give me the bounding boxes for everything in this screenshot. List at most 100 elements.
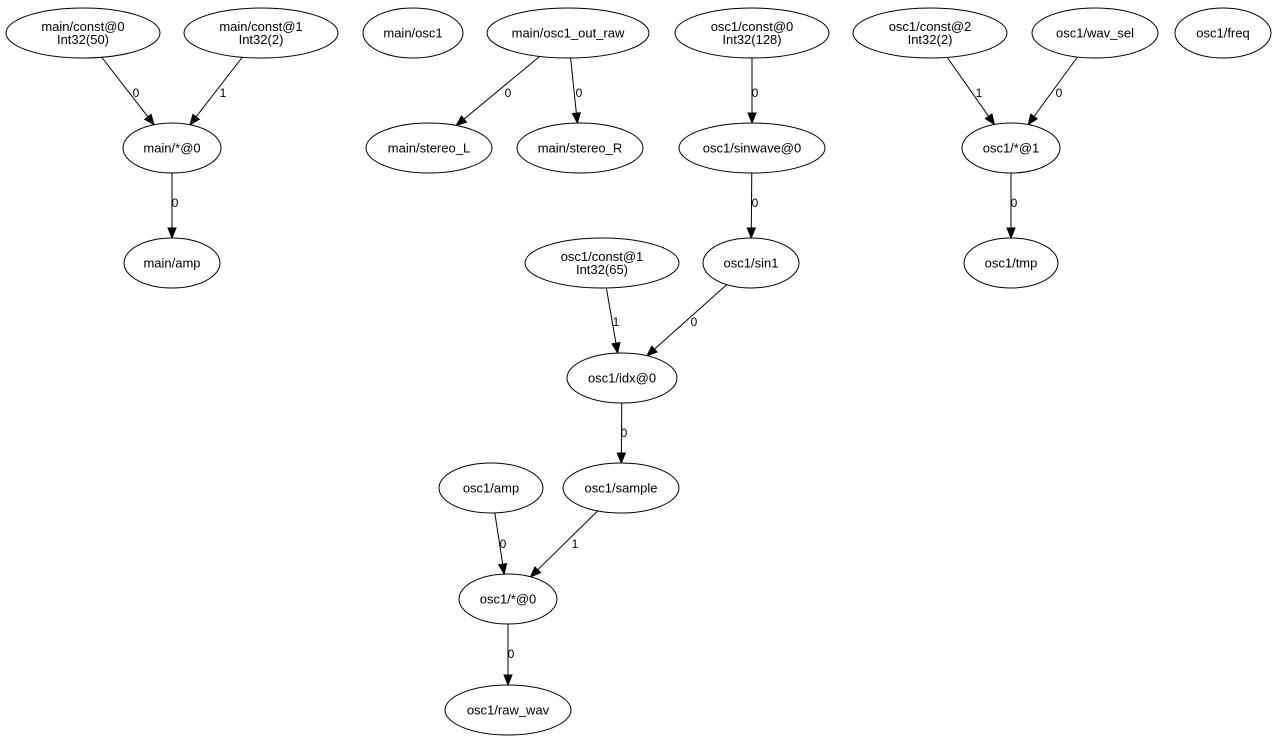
edge-label: 0 (508, 647, 515, 661)
node-label: osc1/tmp (985, 256, 1038, 271)
node-osc1_mul1[interactable]: osc1/*@1 (961, 122, 1061, 174)
node-ellipse (678, 122, 826, 174)
node-main_osc1[interactable]: main/osc1 (362, 7, 464, 59)
node-ellipse (123, 237, 221, 289)
edge-line (946, 57, 990, 117)
node-ellipse (458, 573, 558, 625)
node-ellipse (486, 7, 650, 59)
node-ellipse (183, 7, 339, 59)
node-ellipse (122, 122, 222, 174)
edge-osc1_amp-to-osc1_mul0: 0 (494, 512, 508, 576)
node-ellipse (5, 7, 161, 59)
edge-line (463, 56, 541, 120)
node-label: main/osc1_out_raw (512, 26, 625, 41)
edge-osc1_const1-to-osc1_idx0: 1 (605, 287, 621, 355)
node-osc1_wav_sel[interactable]: osc1/wav_sel (1031, 7, 1159, 59)
node-osc1_raw_wav[interactable]: osc1/raw_wav (444, 684, 572, 736)
node-osc1_freq[interactable]: osc1/freq (1174, 7, 1272, 59)
node-ellipse (674, 7, 830, 59)
edge-osc1_idx0-to-osc1_sample: 0 (616, 402, 628, 465)
arrowhead-icon (571, 112, 582, 125)
arrowhead-icon (645, 345, 658, 357)
edge-label: 0 (133, 86, 140, 100)
node-label: osc1/sinwave@0 (703, 141, 801, 156)
node-ellipse (516, 122, 644, 174)
arrowhead-icon (529, 566, 542, 578)
edge-label: 1 (976, 86, 983, 100)
node-main_stereo_L[interactable]: main/stereo_L (365, 122, 493, 174)
node-label: osc1/sin1 (724, 256, 779, 271)
node-osc1_sample[interactable]: osc1/sample (562, 462, 680, 514)
edge-label: 0 (752, 196, 759, 210)
edge-label: 0 (172, 196, 179, 210)
edge-osc1_sinwave0-to-osc1_sin1: 0 (746, 172, 759, 240)
node-main_mul0[interactable]: main/*@0 (122, 122, 222, 174)
node-label: main/amp (143, 256, 200, 271)
node-osc1_sin1[interactable]: osc1/sin1 (702, 237, 800, 289)
node-label: osc1/idx@0 (588, 371, 656, 386)
node-value: Int32(2) (908, 32, 953, 47)
edge-line (1033, 56, 1078, 117)
node-ellipse (562, 462, 680, 514)
arrowhead-icon (189, 113, 201, 126)
arrowhead-icon (1006, 227, 1016, 240)
edge-line (570, 57, 577, 114)
node-label: osc1/*@0 (480, 592, 537, 607)
node-ellipse (362, 7, 464, 59)
node-label: osc1/sample (585, 481, 658, 496)
node-main_amp[interactable]: main/amp (123, 237, 221, 289)
edge-label: 0 (505, 86, 512, 100)
arrowhead-icon (143, 113, 155, 126)
edge-label: 0 (621, 426, 628, 440)
node-ellipse (852, 7, 1008, 59)
edge-label: 1 (220, 86, 227, 100)
node-ellipse (444, 684, 572, 736)
edge-label: 0 (691, 315, 698, 329)
node-label: main/stereo_R (538, 141, 623, 156)
edge-line (537, 510, 599, 571)
node-ellipse (1031, 7, 1159, 59)
edge-line (654, 284, 728, 350)
edge-osc1_const2-to-osc1_mul1: 1 (946, 57, 996, 126)
node-label: main/*@0 (143, 141, 200, 156)
node-ellipse (1174, 7, 1272, 59)
edge-osc1_sin1-to-osc1_idx0: 0 (645, 284, 728, 357)
edge-line (195, 56, 243, 118)
node-osc1_tmp[interactable]: osc1/tmp (963, 237, 1059, 289)
node-ellipse (524, 237, 680, 289)
arrowhead-icon (1027, 113, 1039, 126)
node-label: main/const@0 (41, 19, 124, 34)
node-value: Int32(2) (239, 32, 284, 47)
arrowhead-icon (616, 452, 627, 465)
node-osc1_amp[interactable]: osc1/amp (438, 462, 544, 514)
node-value: Int32(128) (722, 32, 781, 47)
edge-label: 1 (572, 537, 579, 551)
node-ellipse (963, 237, 1059, 289)
edge-main_const1-to-main_mul0: 1 (189, 56, 243, 126)
node-main_stereo_R[interactable]: main/stereo_R (516, 122, 644, 174)
node-ellipse (365, 122, 493, 174)
node-osc1_idx0[interactable]: osc1/idx@0 (566, 352, 678, 404)
edge-main_osc1_out_raw-to-main_stereo_L: 0 (455, 56, 541, 127)
edge-osc1_const0-to-osc1_sinwave0: 0 (747, 58, 759, 125)
node-label: osc1/*@1 (983, 141, 1040, 156)
edge-main_osc1_out_raw-to-main_stereo_R: 0 (570, 57, 583, 125)
edge-label: 1 (613, 315, 620, 329)
node-label: osc1/const@2 (889, 19, 972, 34)
edge-label: 0 (1011, 196, 1018, 210)
edge-osc1_mul0-to-osc1_raw_wav: 0 (503, 624, 515, 687)
node-osc1_mul0[interactable]: osc1/*@0 (458, 573, 558, 625)
node-main_osc1_out_raw[interactable]: main/osc1_out_raw (486, 7, 650, 59)
node-osc1_sinwave0[interactable]: osc1/sinwave@0 (678, 122, 826, 174)
node-ellipse (566, 352, 678, 404)
node-label: osc1/raw_wav (467, 703, 550, 718)
node-label: main/stereo_L (388, 141, 470, 156)
